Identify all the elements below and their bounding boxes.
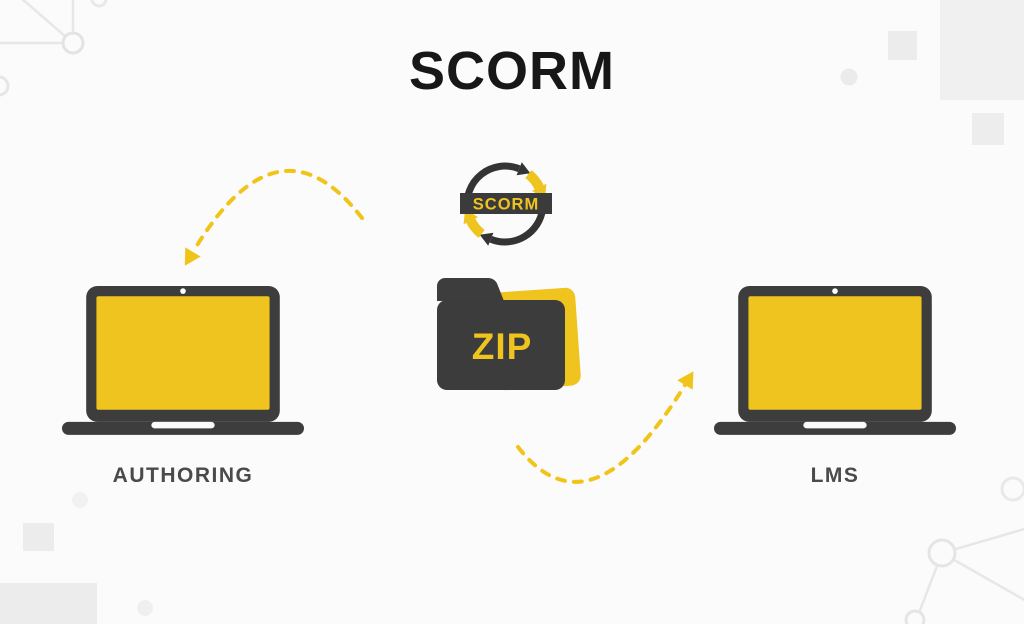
node-circle-icon (927, 538, 957, 568)
lms-laptop-icon (714, 285, 956, 435)
lms-label: LMS (810, 464, 860, 487)
dashed-arrow-to-lms-icon (516, 371, 694, 484)
square-shape (0, 583, 97, 624)
camera-dot-icon (180, 288, 186, 294)
zip-folder-icon: ZIP (437, 277, 581, 391)
dashed-arrow-to-authoring-icon (184, 168, 364, 266)
dot-shape (840, 68, 858, 86)
dot-shape (72, 492, 88, 508)
sync-cycle-icon: SCORM (460, 162, 552, 246)
zip-label: ZIP (472, 326, 533, 367)
cycle-arrowhead (516, 162, 531, 176)
laptop-base-notch (151, 421, 215, 429)
arrowhead (677, 371, 694, 390)
laptop-screen (96, 296, 270, 410)
squares-decoration-bottom-left (0, 492, 153, 624)
node-circle-icon (1000, 476, 1024, 502)
cycle-arc (525, 170, 544, 190)
laptop-base-notch (803, 421, 867, 429)
arrowhead (184, 247, 201, 266)
squares-decoration-top-right (840, 0, 1024, 145)
camera-dot-icon (832, 288, 838, 294)
node-circle-icon (61, 31, 85, 55)
node-circle-icon (904, 609, 926, 624)
cycle-arc (466, 218, 485, 238)
authoring-laptop-icon (62, 285, 304, 435)
arrow-curve (191, 168, 364, 254)
authoring-label: AUTHORING (112, 464, 254, 487)
square-shape (940, 0, 1024, 100)
laptop-screen (748, 296, 922, 410)
network-decoration-top-left (0, 0, 108, 97)
scorm-badge-label: SCORM (473, 196, 539, 214)
square-shape (888, 31, 917, 60)
folder-front-panel (437, 300, 565, 390)
cycle-arc (489, 208, 547, 246)
scorm-badge (460, 193, 552, 214)
page-title: SCORM (409, 41, 615, 101)
square-shape (23, 523, 54, 551)
square-shape (972, 113, 1004, 145)
folder-tab (437, 277, 504, 301)
cycle-arrowhead (479, 232, 494, 246)
dot-shape (137, 600, 153, 616)
node-circle-icon (0, 75, 10, 97)
node-circle-icon (90, 0, 108, 8)
network-decoration-bottom-right (904, 476, 1024, 624)
arrow-curve (516, 383, 687, 484)
